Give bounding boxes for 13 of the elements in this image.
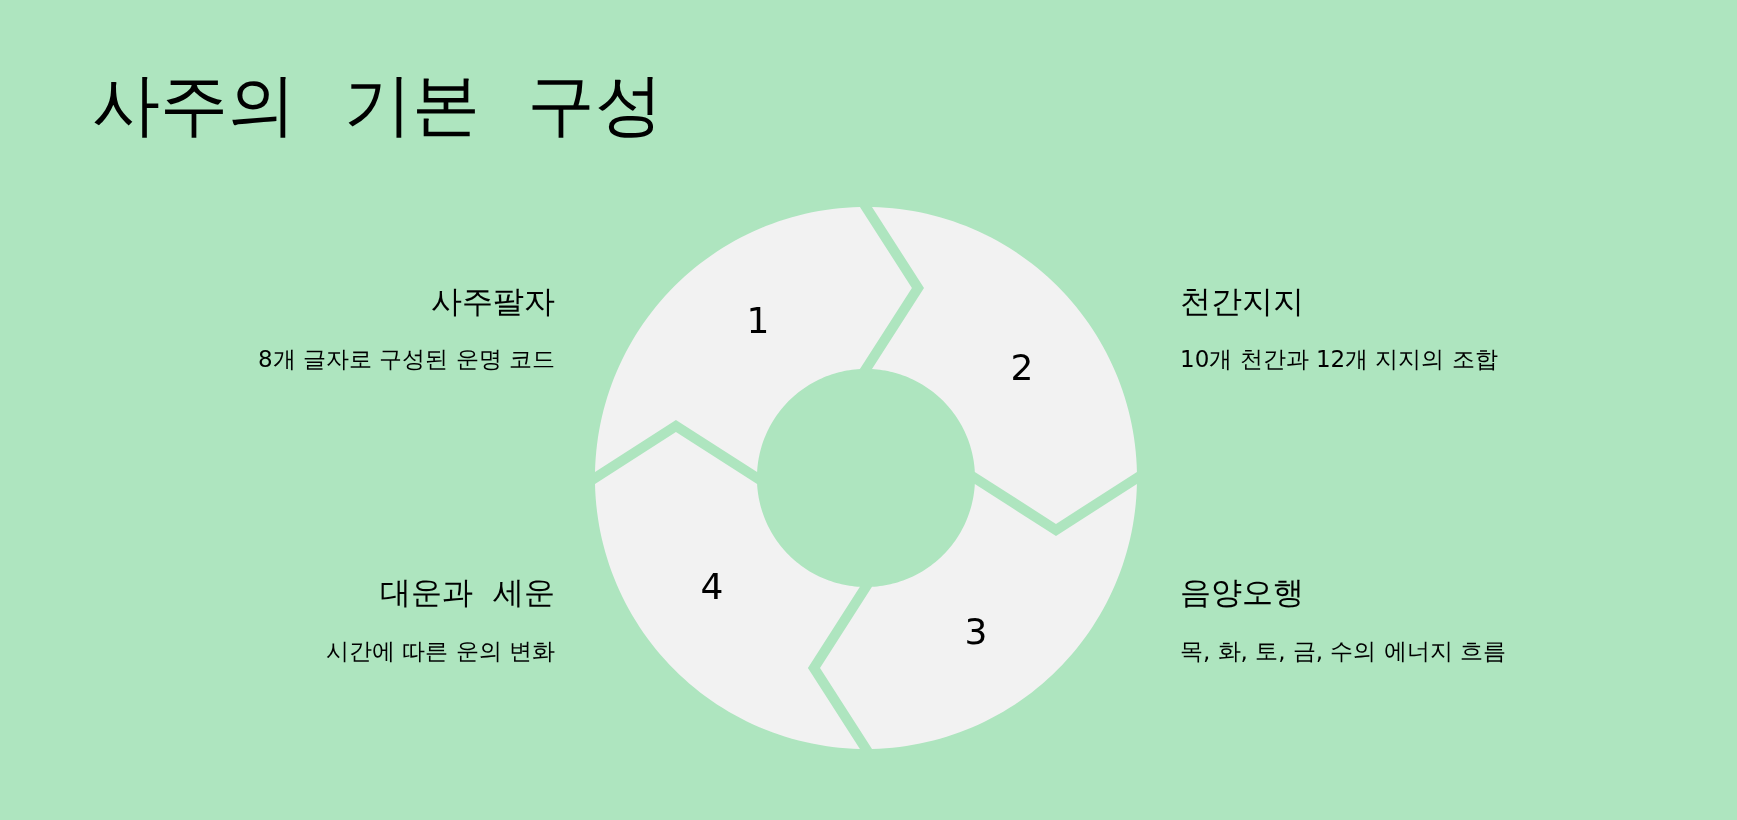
- segment-title: 천간지지: [1180, 283, 1304, 321]
- segment-description: 10개 천간과 12개 지지의 조합: [1180, 346, 1498, 374]
- segment-description: 목, 화, 토, 금, 수의 에너지 흐름: [1180, 638, 1507, 666]
- step-number: 4: [700, 569, 724, 605]
- segment-title: 대운과 세운: [380, 574, 555, 612]
- step-number: 2: [1010, 350, 1034, 386]
- segment-description: 8개 글자로 구성된 운명 코드: [258, 346, 555, 374]
- step-number: 1: [746, 303, 770, 339]
- segment-title: 음양오행: [1180, 574, 1304, 612]
- diagram-title: 사주의 기본 구성: [92, 64, 664, 146]
- step-number: 3: [964, 614, 988, 650]
- segment-description: 시간에 따른 운의 변화: [326, 638, 555, 666]
- segment-title: 사주팔자: [431, 283, 555, 321]
